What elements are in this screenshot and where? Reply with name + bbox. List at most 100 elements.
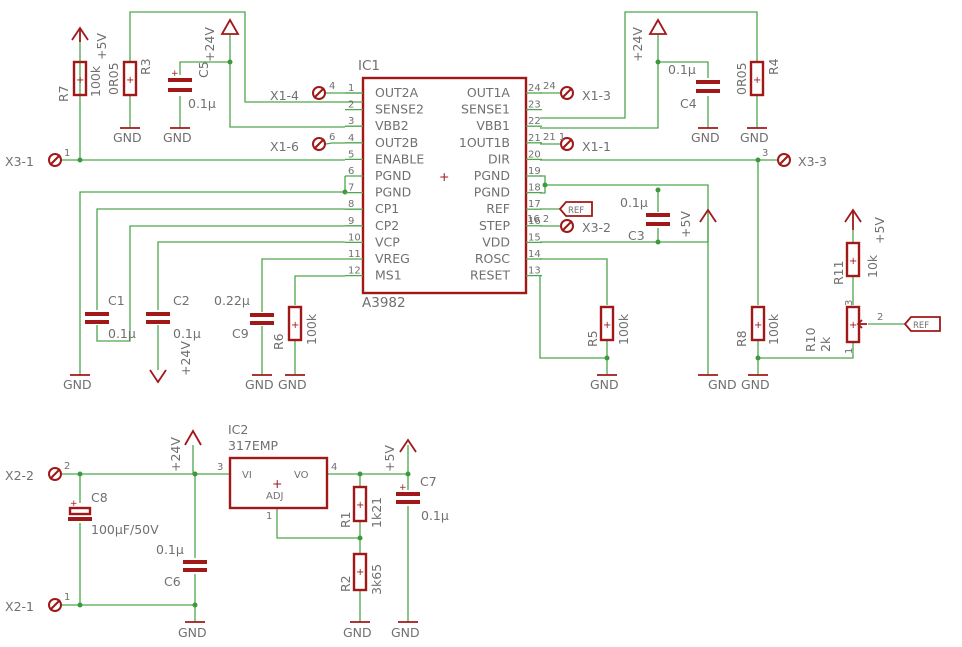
svg-text:+: + — [171, 69, 179, 79]
ic1-body — [361, 76, 528, 295]
gnd-r4-label: GND — [740, 130, 769, 145]
wires — [62, 11, 905, 622]
r4-value: 0R05 — [734, 62, 749, 95]
r4: + — [749, 60, 765, 97]
junction-reset — [604, 355, 610, 361]
r11-name: R11 — [831, 260, 846, 285]
c9-value: 0.22µ — [214, 293, 250, 308]
ic2-vi-pin: 3 — [217, 462, 223, 473]
gnd-r6-label: GND — [278, 377, 307, 392]
ic2-adj-pin: 1 — [266, 511, 272, 522]
ic1-pin-number: 4 — [348, 133, 354, 144]
ic1-pin-number: 24 — [528, 83, 541, 94]
c6 — [183, 560, 207, 572]
ic1-pin-number: 10 — [348, 232, 361, 243]
x1-1-pad — [560, 137, 574, 151]
wire-vdd — [540, 212, 709, 243]
junction-dir — [755, 157, 761, 163]
x1-6-label: X1-6 — [270, 139, 299, 154]
r3-name: R3 — [138, 58, 153, 75]
r2-name: R2 — [338, 575, 353, 592]
supply-24v-c2-label: +24V — [178, 341, 193, 376]
supply-24v-lower-label: +24V — [168, 437, 183, 472]
supply-5v-r11-label: +5V — [872, 217, 887, 244]
r10-pin-1: 1 — [844, 348, 855, 354]
supply-24v-left — [220, 18, 240, 35]
x1-1-label: X1-1 — [582, 139, 611, 154]
r10-name: R10 — [803, 327, 818, 352]
ic1-pin-label: OUT2A — [375, 85, 419, 100]
c5: + — [168, 69, 192, 92]
r1-value: 1k21 — [369, 497, 384, 528]
x3-2-pin: 16 2 — [527, 214, 549, 225]
r10-pin-3: 3 — [844, 300, 855, 306]
ic2-value: 317EMP — [228, 438, 279, 453]
c1 — [85, 312, 109, 324]
c5-value: 0.1µ — [188, 96, 216, 111]
x3-1-pad — [48, 153, 62, 167]
ic1-pin-label: SENSE1 — [461, 102, 510, 117]
r3-value: 0R05 — [106, 62, 121, 95]
r5-value: 100k — [616, 313, 631, 345]
junction-r8 — [755, 355, 761, 361]
ic1-pin-number: 6 — [348, 166, 354, 177]
x3-3-label: X3-3 — [798, 154, 827, 169]
x3-3-pin: 3 — [762, 148, 768, 159]
c8-value: 100µF/50V — [91, 522, 159, 537]
ic2-center-mark: + — [272, 476, 282, 491]
c7: + — [396, 483, 420, 504]
junction-adj — [357, 535, 363, 541]
c2-name: C2 — [173, 293, 190, 308]
r2-value: 3k65 — [369, 564, 384, 595]
ic1-pin-label: PGND — [474, 185, 510, 200]
wire-adj — [276, 508, 360, 539]
ic1-pin-number: 14 — [528, 249, 541, 260]
ic2-vi-label: VI — [242, 470, 252, 481]
wire-r3-top — [129, 11, 345, 103]
resistors: + R7 100k + R3 0R05 + R4 0R05 + R6 100k … — [56, 58, 883, 595]
ic1-pin-number: 17 — [528, 199, 541, 210]
ic1-pin-number: 1 — [348, 83, 354, 94]
ic1-pin-label: VDD — [482, 234, 510, 249]
wire-rosc — [540, 258, 608, 305]
junction-24v-left — [227, 59, 233, 65]
ic1-pin-number: 7 — [348, 183, 354, 194]
svg-text:+: + — [126, 75, 134, 86]
supply-24v-lower — [184, 429, 202, 446]
c3 — [646, 213, 670, 226]
ic1-pin-label: 1OUT1B — [459, 135, 510, 150]
ic2-vo-label: VO — [294, 470, 309, 481]
r10-pin-2: 2 — [877, 312, 883, 323]
c1-name: C1 — [108, 293, 125, 308]
r10-potentiometer: + — [845, 305, 867, 344]
junction-vdd — [655, 239, 661, 245]
c3-value: 0.1µ — [620, 195, 648, 210]
ic1-pin-label: CP1 — [375, 201, 399, 216]
supply-5v-r7-label: +5V — [94, 33, 109, 60]
junction-enable — [77, 157, 83, 163]
c8-name: C8 — [91, 490, 108, 505]
supply-5v-lower-label: +5V — [382, 445, 397, 472]
wire-r4-top — [540, 11, 758, 119]
ic1-value: A3982 — [362, 295, 406, 311]
r10-value: 2k — [818, 336, 833, 352]
c7-value: 0.1µ — [421, 508, 449, 523]
ic2: IC2 317EMP VI VO ADJ 3 4 1 + — [217, 422, 337, 522]
ic1-pin-number: 5 — [348, 149, 354, 160]
svg-text:+: + — [754, 320, 762, 331]
junction-x2-2 — [77, 471, 83, 477]
gnd-r2-label: GND — [343, 625, 372, 640]
ic1-pin-label: DIR — [488, 151, 510, 166]
r5: + — [599, 305, 615, 342]
r4-name: R4 — [766, 58, 781, 75]
wire-cp1 — [96, 208, 345, 310]
x1-6-pin: 6 — [329, 132, 335, 143]
c9 — [250, 313, 274, 325]
junctions — [77, 59, 761, 608]
wire-reset — [539, 276, 607, 359]
ref-tag-ic1-text: REF — [568, 206, 584, 216]
supply-24v-c2 — [149, 369, 167, 384]
ic1-pin-number: 20 — [528, 149, 541, 160]
c8-electrolytic: + — [68, 499, 92, 521]
